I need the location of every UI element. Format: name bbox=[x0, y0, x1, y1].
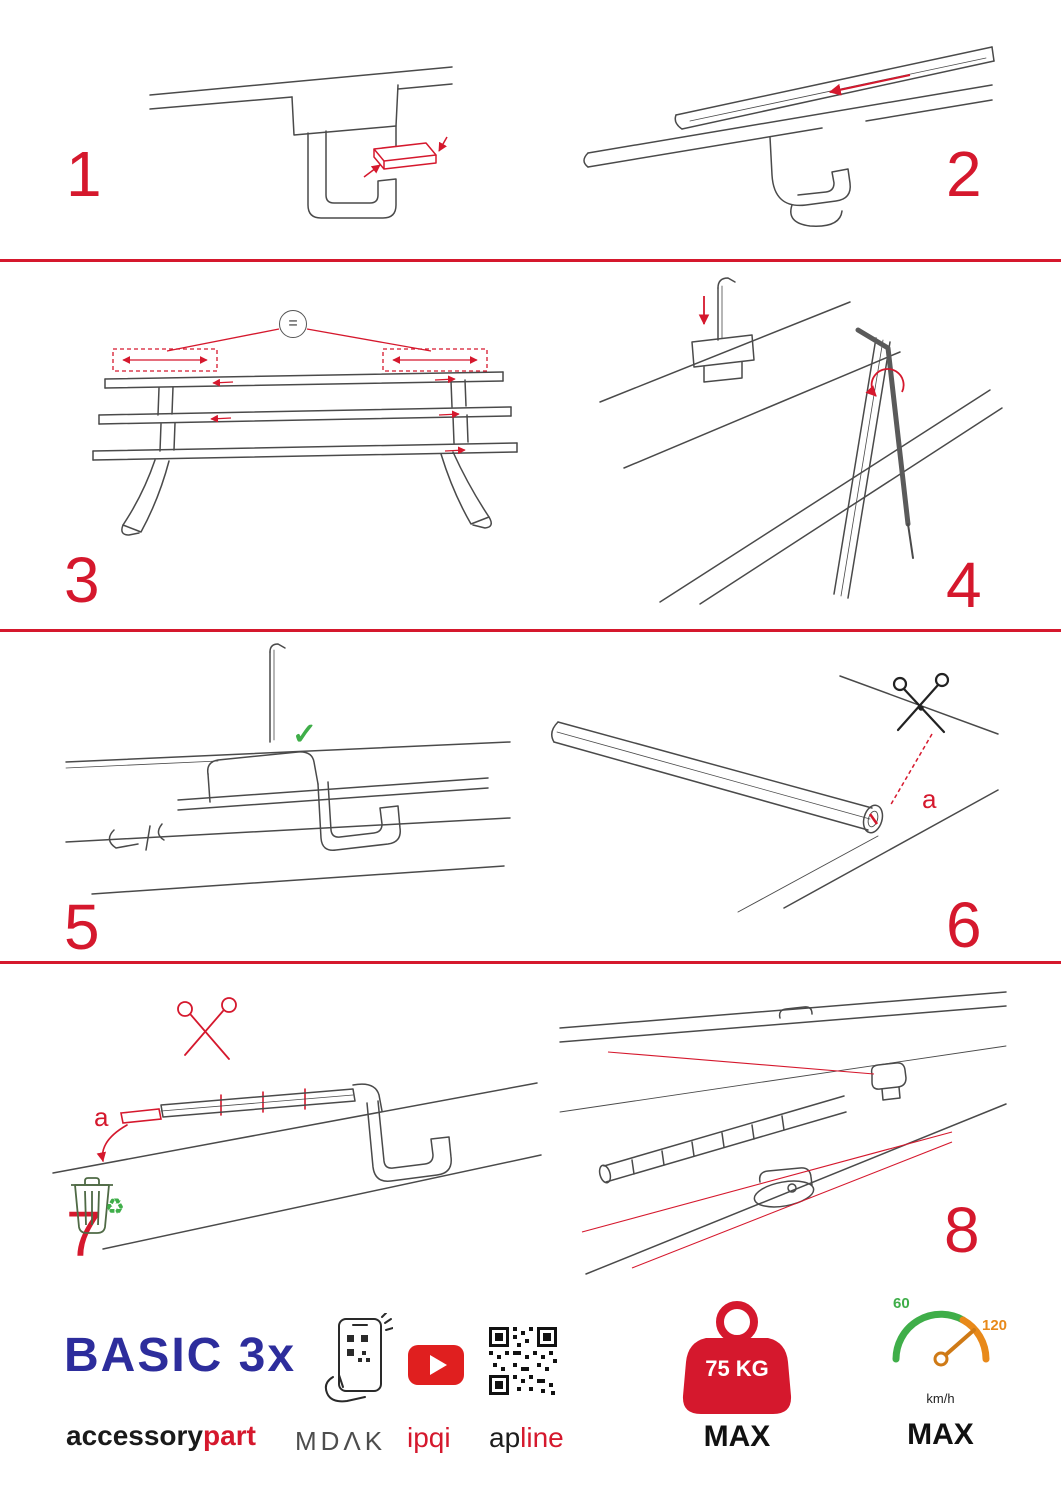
divider-3 bbox=[0, 961, 1061, 964]
step-6-number: 6 bbox=[946, 889, 983, 961]
step-6-illustration bbox=[551, 672, 999, 913]
speedometer-icon bbox=[892, 1310, 990, 1367]
step-8-number: 8 bbox=[944, 1194, 981, 1266]
speed-low-label: 60 bbox=[893, 1295, 910, 1312]
step-5-number: 5 bbox=[64, 891, 101, 963]
speed-max-label: MAX bbox=[907, 1418, 974, 1451]
partner-apline-red: line bbox=[520, 1422, 564, 1453]
step-4-illustration bbox=[599, 277, 1003, 605]
partner-ipqi-label: ipqi bbox=[407, 1422, 451, 1453]
partner-apline-black: ap bbox=[489, 1422, 521, 1453]
step-7-number: 7 bbox=[66, 1198, 103, 1270]
max-weight-icon bbox=[682, 1301, 792, 1414]
scissors-icon bbox=[892, 672, 950, 734]
step-2-number: 2 bbox=[946, 138, 983, 210]
divider-2 bbox=[0, 629, 1061, 632]
trash-can-icon bbox=[71, 1177, 113, 1234]
step-5-illustration bbox=[65, 643, 511, 895]
scissors-red-icon bbox=[177, 997, 237, 1060]
youtube-icon bbox=[408, 1345, 464, 1385]
partner-apline-label: apline bbox=[489, 1424, 564, 1452]
divider-1 bbox=[0, 259, 1061, 262]
step-3-illustration bbox=[92, 328, 518, 536]
speed-unit-label: km/h bbox=[926, 1391, 955, 1406]
brand-logo-text: BASIC 3x bbox=[64, 1329, 297, 1382]
cut-point-label-6: a bbox=[922, 784, 937, 814]
step-4-number: 4 bbox=[946, 549, 983, 621]
recycle-icon: ♻ bbox=[105, 1194, 125, 1219]
step-1-illustration bbox=[149, 66, 453, 219]
qr-code-icon bbox=[489, 1327, 557, 1395]
step-2-illustration bbox=[583, 46, 995, 227]
step-3-number: 3 bbox=[64, 544, 101, 616]
brand-subtitle-red: part bbox=[203, 1420, 256, 1451]
step-7-illustration bbox=[52, 997, 542, 1250]
checkmark-icon: ✓ bbox=[292, 718, 318, 751]
step-1-number: 1 bbox=[66, 138, 103, 210]
brand-subtitle: accessorypart bbox=[66, 1422, 256, 1450]
brand-subtitle-black: accessory bbox=[66, 1420, 204, 1451]
step-8-illustration bbox=[559, 991, 1007, 1275]
max-weight-value: 75 KG bbox=[705, 1356, 769, 1381]
max-weight-label: MAX bbox=[703, 1420, 771, 1453]
phone-qr-scan-icon bbox=[324, 1313, 393, 1403]
equal-spacing-badge: = bbox=[279, 310, 307, 338]
partner-mdak-label: MDΛK bbox=[295, 1426, 387, 1456]
speed-high-label: 120 bbox=[982, 1317, 1008, 1334]
cut-point-label-7: a bbox=[94, 1102, 109, 1132]
